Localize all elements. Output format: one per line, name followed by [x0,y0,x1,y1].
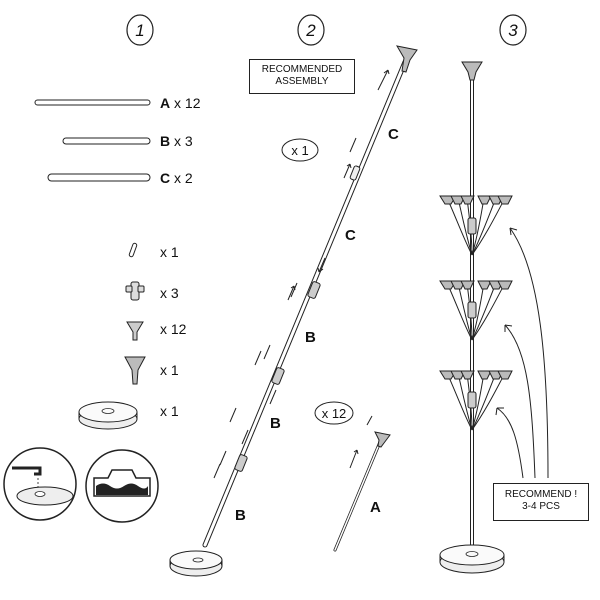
base-cross-section-illustration [85,449,159,523]
top-cup-qty: x 1 [160,362,179,378]
svg-text:2: 2 [305,21,316,40]
recommend-box: RECOMMEND ! 3-4 PCS [493,483,589,521]
multiplier-x12: x 12 [314,401,354,425]
joint-qty: x 3 [160,285,179,301]
recommended-assembly-box: RECOMMENDED ASSEMBLY [249,59,355,94]
connector-pin-icon [128,242,138,258]
stand-tier-1 [439,195,513,256]
pin-qty: x 1 [160,244,179,260]
svg-text:x 1: x 1 [291,143,308,158]
part-a-label: A x 12 [160,95,201,111]
joint-connector-3 [307,281,321,299]
part-b-label: B x 3 [160,133,193,149]
step-number-2: 2 [297,14,325,46]
joint-pin [349,165,361,181]
base-qty: x 1 [160,403,179,419]
completed-stand [439,61,505,574]
top-cup [396,45,418,73]
base-icon [78,401,138,430]
svg-text:x 12: x 12 [322,406,347,421]
recommended-assembly-line1: RECOMMENDED [261,64,343,75]
rod-b-illustration [62,137,151,145]
rod-a-illustration [34,99,151,106]
multiplier-x1: x 1 [281,138,319,162]
recommend-arrows [495,227,549,479]
recommend-line2: 3-4 PCS [522,501,560,512]
cup-qty: x 12 [160,321,187,337]
stand-tier-3 [439,370,513,431]
balloon-cup-icon [126,321,144,341]
top-cup-icon [124,356,146,385]
joint-connector-2 [271,367,285,385]
joint-connector-1 [234,454,248,472]
rod-label-c-mid: C [345,227,356,244]
recommend-line1: RECOMMEND ! [504,489,578,500]
stand-tier-2 [439,280,513,341]
rod-label-b-upper: B [305,329,316,346]
part-c-label: C x 2 [160,170,193,186]
svg-text:3: 3 [508,21,518,40]
rod-label-b-lower: B [235,507,246,524]
step-number-1: 1 [126,14,154,46]
rod-label-c-top: C [388,126,399,143]
step-number-3: 3 [499,14,527,46]
svg-text:1: 1 [135,21,144,40]
assembled-pole [202,59,408,548]
assembly-arrows [213,69,390,479]
rod-c-illustration [47,173,151,182]
fill-water-illustration [3,447,77,521]
rod-label-b-middle: B [270,415,281,432]
recommended-assembly-line2: ASSEMBLY [275,76,329,87]
stick-label-a: A [370,499,381,516]
joint-connector-icon [125,281,145,301]
assembly-base [169,550,223,577]
stick-a-with-cup [333,415,391,552]
